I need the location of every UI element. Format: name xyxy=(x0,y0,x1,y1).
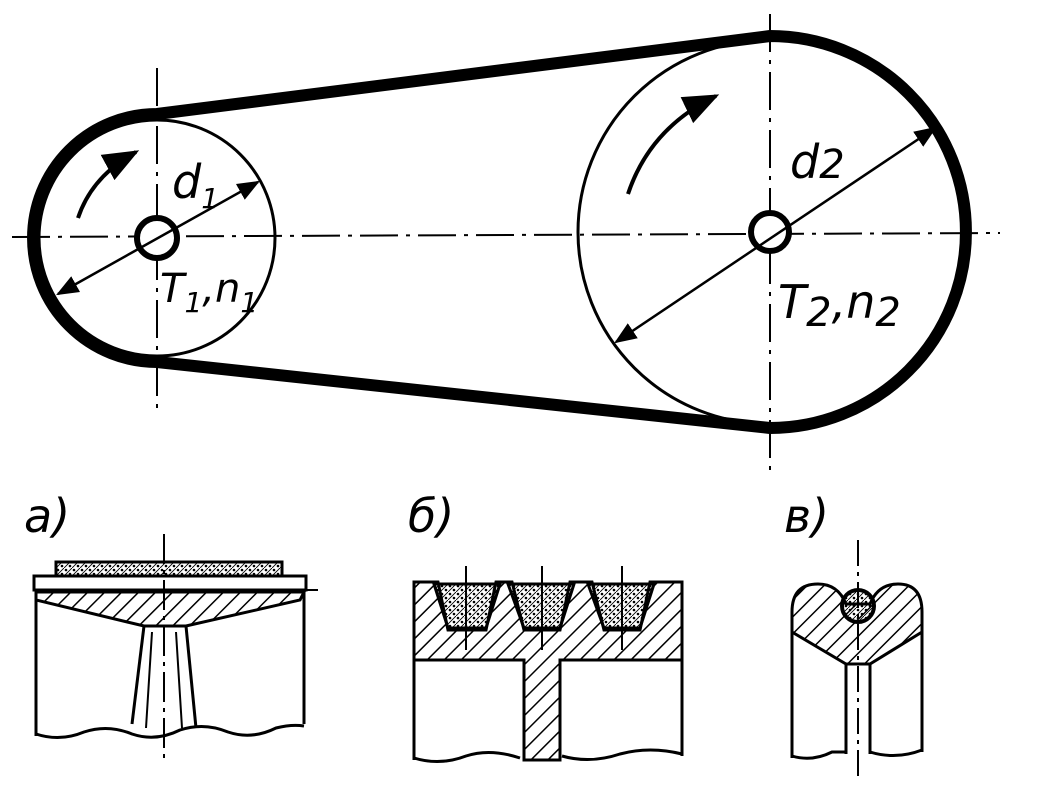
figure-b-label: б) xyxy=(408,489,454,543)
pulley-1-rotation-arrow xyxy=(76,150,140,219)
pulley-2-diameter-arrow xyxy=(614,126,937,344)
label-d1: d1 xyxy=(172,155,219,215)
detail-a-flat-belt xyxy=(32,534,318,762)
flat-belt xyxy=(54,560,284,578)
figure-v-label: в) xyxy=(784,489,829,543)
pulley-2 xyxy=(576,38,964,426)
pulley-2-rotation-arrow xyxy=(626,94,720,195)
figure-a-label: a) xyxy=(24,489,70,543)
label-d2: d2 xyxy=(790,135,845,189)
pulley-1 xyxy=(37,118,277,358)
detail-b-v-belts xyxy=(412,566,684,763)
label-t2-n2: T2,n2 xyxy=(778,275,901,336)
label-t1-n1: T1,n1 xyxy=(160,266,258,319)
pulley-1-diameter-arrow xyxy=(56,180,260,296)
belt xyxy=(27,30,972,434)
detail-v-round-belt xyxy=(790,540,924,778)
pulley-2-hub xyxy=(748,210,792,254)
